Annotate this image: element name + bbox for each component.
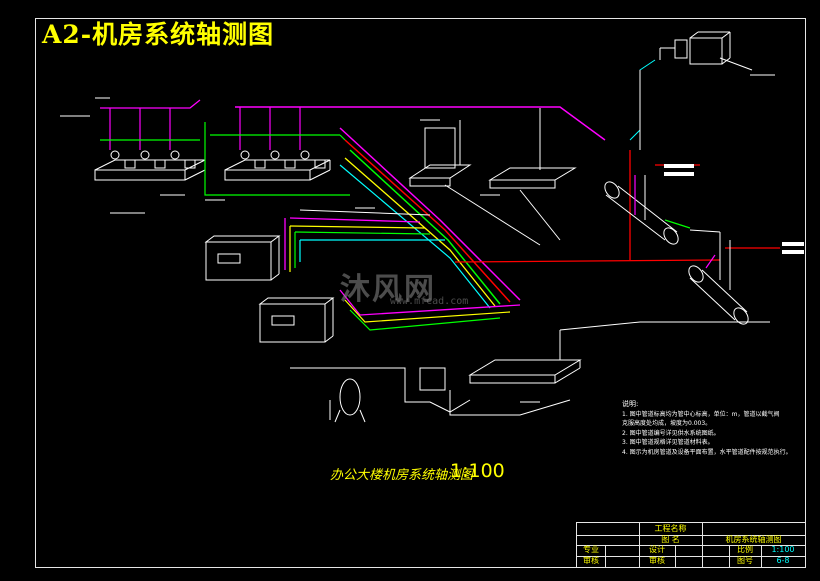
notes-line: 3. 图中管道规格详见管道材料表。 [622,439,714,446]
title-block: 工程名称 图 名 机房系统轴测图 专业 设计 比例 1:100 审核 审核 图号… [576,522,806,568]
pump-group-middle [224,159,331,181]
return-main-pipe [454,259,721,263]
sheet-title: A2-机房系统轴测图 [42,20,275,49]
drawing-name: 机房系统轴测图 [725,535,782,544]
notes-line: 1. 图中管道标高均为管中心标高，单位：m，管道以截气阀 [622,410,780,418]
checker-label: 审核 [583,556,599,565]
water-treatment-unit [419,359,582,391]
design-label: 设计 [649,545,665,554]
discipline-label: 专业 [583,545,599,554]
expansion-tank [659,31,753,71]
cyan-riser [629,59,656,141]
diagonal-pipe-bundle-magenta [339,127,521,301]
distributor-lower [688,265,749,325]
notes-line: 4. 图示为机房管道及设备平面布置，水平管道配件按规范执行。 [622,448,792,456]
control-cabinet-upper [204,235,281,281]
sheet-value: 6-8 [776,556,790,565]
distributor-upper [604,181,679,245]
scale-label: 比例 [737,545,753,554]
control-cabinet-lower [258,297,335,343]
sheet-label: 图号 [737,556,753,565]
drawing-name-label: 图 名 [661,535,680,544]
pressure-tank [334,378,366,423]
notes-line: 2. 图中管道编号详见供水系统图纸。 [622,429,720,437]
scale-value: 1:100 [771,545,795,554]
review-label: 审核 [649,556,665,565]
notes-line: 克服高度处均成，坡度为0.003。 [622,420,712,427]
watermark-text: 沐风网 [340,272,436,307]
project-label: 工程名称 [654,524,687,533]
pump-group-left [94,159,206,181]
drawing-scale: 1:100 [450,460,505,482]
drawing-frame [35,18,806,568]
unit-center-top [408,127,577,189]
notes-heading: 说明: [622,400,639,408]
notes-block: 说明: 1. 图中管道标高均为管中心标高，单位：m，管道以截气阀 克服高度处均成… [622,400,807,457]
drawing-caption: 办公大楼机房系统轴测图 [330,468,474,483]
watermark-url: www.mfcad.com [390,296,469,307]
supply-header-pipe [235,106,606,141]
pump-motors [110,150,326,169]
